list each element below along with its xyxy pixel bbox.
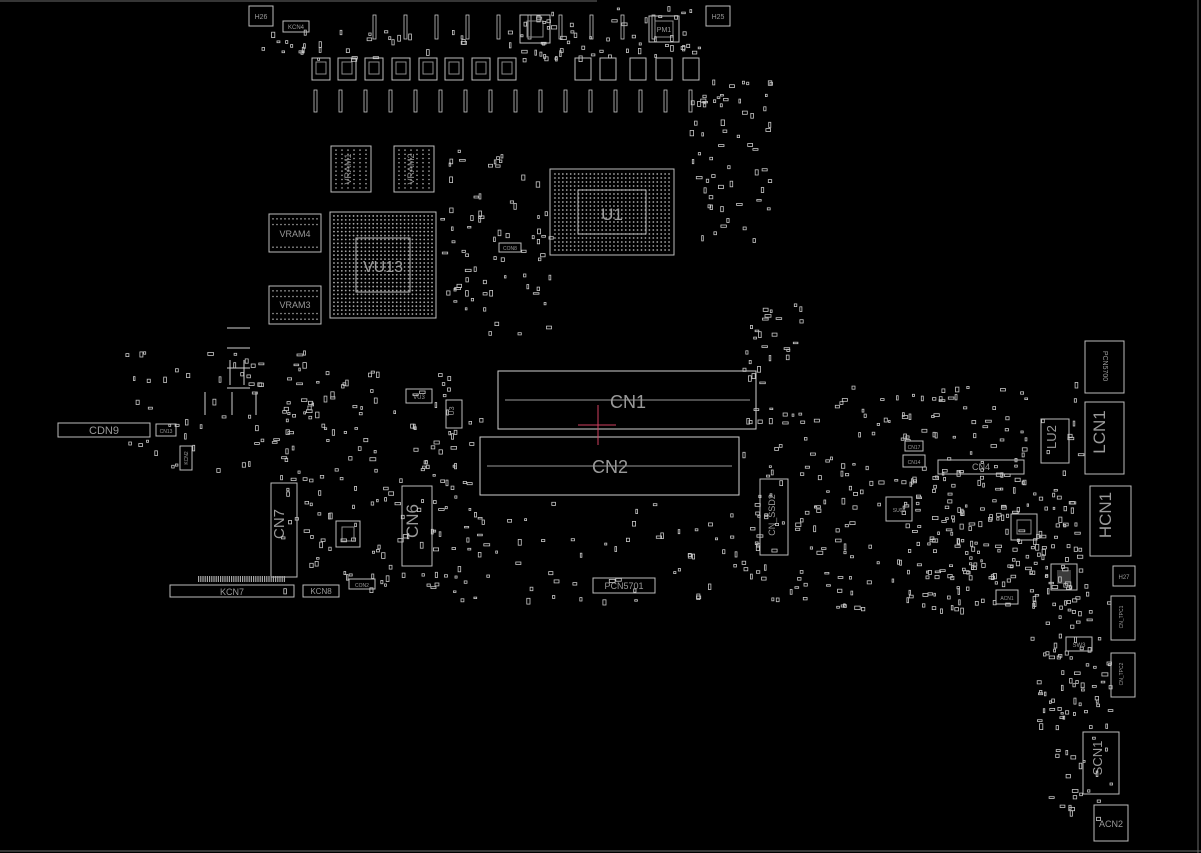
- label-scn1: SCN1: [1090, 741, 1105, 776]
- label-pm1: PM1: [657, 27, 672, 34]
- label-cn1: CN1: [610, 392, 646, 412]
- connector-acn1[interactable]: ACN1: [995, 589, 1019, 605]
- connector-pcn5701[interactable]: PCN5701: [592, 577, 656, 594]
- connector-con8[interactable]: CON8: [498, 242, 522, 253]
- label-acn2: ACN2: [1099, 819, 1123, 829]
- mounting-hole-h27[interactable]: H27: [1112, 565, 1136, 587]
- label-cn2: CN2: [592, 457, 628, 477]
- label-vram3: VRAM3: [279, 300, 310, 310]
- chip-u1-cpu[interactable]: U1: [549, 168, 675, 256]
- connector-hcn1[interactable]: HCN1: [1089, 485, 1132, 557]
- small-components: [125, 6, 1114, 821]
- chip-vu3[interactable]: VU3: [405, 388, 433, 404]
- chip-top-left-square[interactable]: [519, 14, 551, 44]
- chip-vram2[interactable]: VRAM2: [393, 145, 435, 193]
- chip-cn6-side-square[interactable]: [335, 520, 361, 548]
- cursor-crosshair: [578, 405, 616, 445]
- power-component-row: [311, 14, 700, 113]
- connector-scn1[interactable]: SCN1: [1082, 731, 1120, 795]
- chip-pm1[interactable]: PM1: [648, 15, 680, 43]
- chip-vram1[interactable]: VRAM1: [330, 145, 372, 193]
- label-kcn2: KCN2: [184, 451, 190, 465]
- connector-lcn1[interactable]: LCN1: [1084, 401, 1125, 475]
- label-kcn7: KCN7: [220, 587, 244, 597]
- label-cn14: CN14: [908, 460, 921, 466]
- label-su08: SU08: [893, 508, 906, 514]
- chip-vram3[interactable]: VRAM3: [268, 285, 322, 325]
- chip-lu2[interactable]: LU2: [1040, 418, 1070, 464]
- label-pcn5701: PCN5701: [604, 581, 643, 591]
- chip-sw3[interactable]: SW3: [1065, 636, 1093, 652]
- chip-u3[interactable]: U3: [445, 399, 463, 429]
- label-vu3: VU3: [413, 395, 425, 401]
- label-cn7: CN7: [271, 509, 288, 539]
- label-vram4: VRAM4: [279, 229, 310, 239]
- label-vu13: VU13: [363, 259, 403, 276]
- label-cn-tpc2: CN_TPC2: [1119, 662, 1125, 685]
- connector-kcn2[interactable]: KCN2: [179, 445, 193, 471]
- label-cn6: CN6: [403, 504, 422, 538]
- chip-vu13-gpu[interactable]: VU13: [329, 211, 437, 319]
- label-con8: CON8: [503, 246, 517, 252]
- connector-kcn7[interactable]: KCN7: [169, 576, 295, 598]
- chip-right-qfn-b[interactable]: [1050, 563, 1078, 591]
- connector-cn4[interactable]: CN4: [937, 459, 1025, 475]
- label-sw3: SW3: [1072, 643, 1086, 649]
- label-pcn5700: PCN5700: [1101, 351, 1108, 381]
- label-h25: H25: [712, 14, 725, 21]
- connector-cn-tpc1[interactable]: CN_TPC1: [1110, 595, 1136, 641]
- label-cn-ssd2: CN_SSD2: [767, 494, 777, 536]
- connector-cn6[interactable]: CN6: [401, 485, 433, 567]
- chip-right-qfn-a[interactable]: [1010, 513, 1038, 541]
- label-u3: U3: [449, 406, 456, 415]
- label-h27: H27: [1118, 575, 1130, 581]
- label-vram1: VRAM1: [343, 153, 353, 184]
- label-lu2: LU2: [1044, 425, 1059, 449]
- label-vram2: VRAM2: [406, 153, 416, 184]
- connector-cn2[interactable]: CN2: [479, 436, 740, 496]
- connector-cn14[interactable]: CN14: [902, 454, 926, 468]
- label-cn-tpc1: CN_TPC1: [1119, 605, 1125, 628]
- connector-cn13[interactable]: CN13: [155, 423, 177, 437]
- label-acn1: ACN1: [1000, 596, 1014, 602]
- label-lcn1: LCN1: [1090, 410, 1109, 453]
- label-h26: H26: [255, 14, 268, 21]
- connector-cdn9[interactable]: CDN9: [57, 422, 151, 438]
- connector-kcn8[interactable]: KCN8: [302, 584, 340, 598]
- label-hcn1: HCN1: [1096, 492, 1115, 538]
- connector-cn-tpc2[interactable]: CN_TPC2: [1110, 652, 1136, 698]
- mounting-hole-h26[interactable]: H26: [248, 5, 274, 27]
- mounting-hole-h25[interactable]: H25: [705, 5, 731, 27]
- label-cn13: CN13: [160, 429, 173, 435]
- connector-acn2[interactable]: ACN2: [1093, 804, 1129, 842]
- connector-kcn4[interactable]: KCN4: [282, 20, 310, 33]
- label-cn17: CN17: [908, 445, 921, 451]
- connector-pcn5700[interactable]: PCN5700: [1084, 340, 1125, 394]
- connector-cn17[interactable]: CN17: [904, 440, 924, 452]
- chip-su08[interactable]: SU08: [885, 496, 913, 522]
- connector-con2[interactable]: CON2: [348, 578, 376, 590]
- label-u1: U1: [601, 205, 623, 224]
- chip-vram4[interactable]: VRAM4: [268, 213, 322, 253]
- label-cn4: CN4: [972, 462, 990, 472]
- label-kcn8: KCN8: [310, 587, 332, 596]
- connector-cn1[interactable]: CN1: [497, 370, 757, 430]
- label-con2: CON2: [355, 583, 369, 589]
- label-kcn4: KCN4: [288, 25, 305, 31]
- label-cdn9: CDN9: [89, 425, 119, 437]
